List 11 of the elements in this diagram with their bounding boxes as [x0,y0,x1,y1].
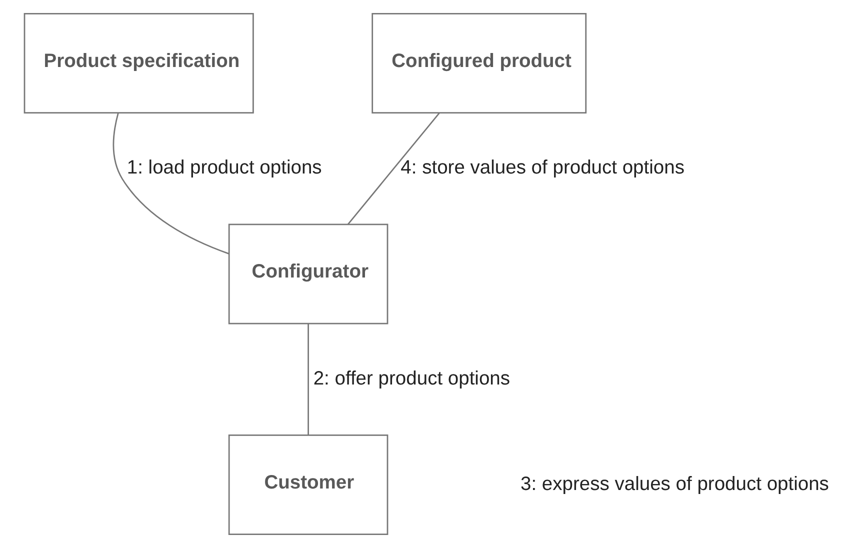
node-box: Configured product [371,12,586,114]
edge-label: 2: offer product options [312,368,510,390]
node-box: Product specification [23,12,254,114]
edge-label: 1: load product options [126,158,322,179]
node-box: Customer [228,434,388,536]
label: 3: express values of product options [520,474,828,495]
edge-label: 4: store values of product options [400,158,684,179]
connector [112,112,228,254]
connector [307,324,308,436]
node-box: Configurator [228,224,388,324]
connector [346,112,440,225]
